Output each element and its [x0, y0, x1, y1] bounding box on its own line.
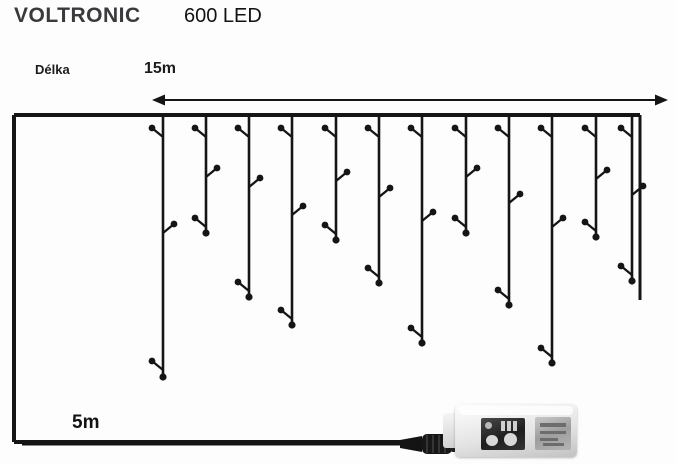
controller-circuit-window-right: [535, 417, 571, 450]
controller-housing: [455, 404, 577, 457]
power-cable-icon: [22, 434, 464, 454]
length-label: Délka: [35, 62, 70, 77]
height-measurement-label: 5m: [72, 412, 100, 433]
double-arrow-horizontal-icon: [152, 94, 668, 106]
width-measurement-label: 15m: [144, 60, 177, 77]
icicle-strand-group: [148, 115, 647, 381]
brand-logo: VOLTRONIC: [14, 4, 141, 27]
controller-highlight: [459, 406, 573, 415]
curtain-frame: [12, 113, 642, 444]
led-controller-icon: [443, 404, 577, 457]
product-led-count: 600 LED: [184, 5, 262, 27]
controller-circuit-window-left: [481, 418, 525, 450]
